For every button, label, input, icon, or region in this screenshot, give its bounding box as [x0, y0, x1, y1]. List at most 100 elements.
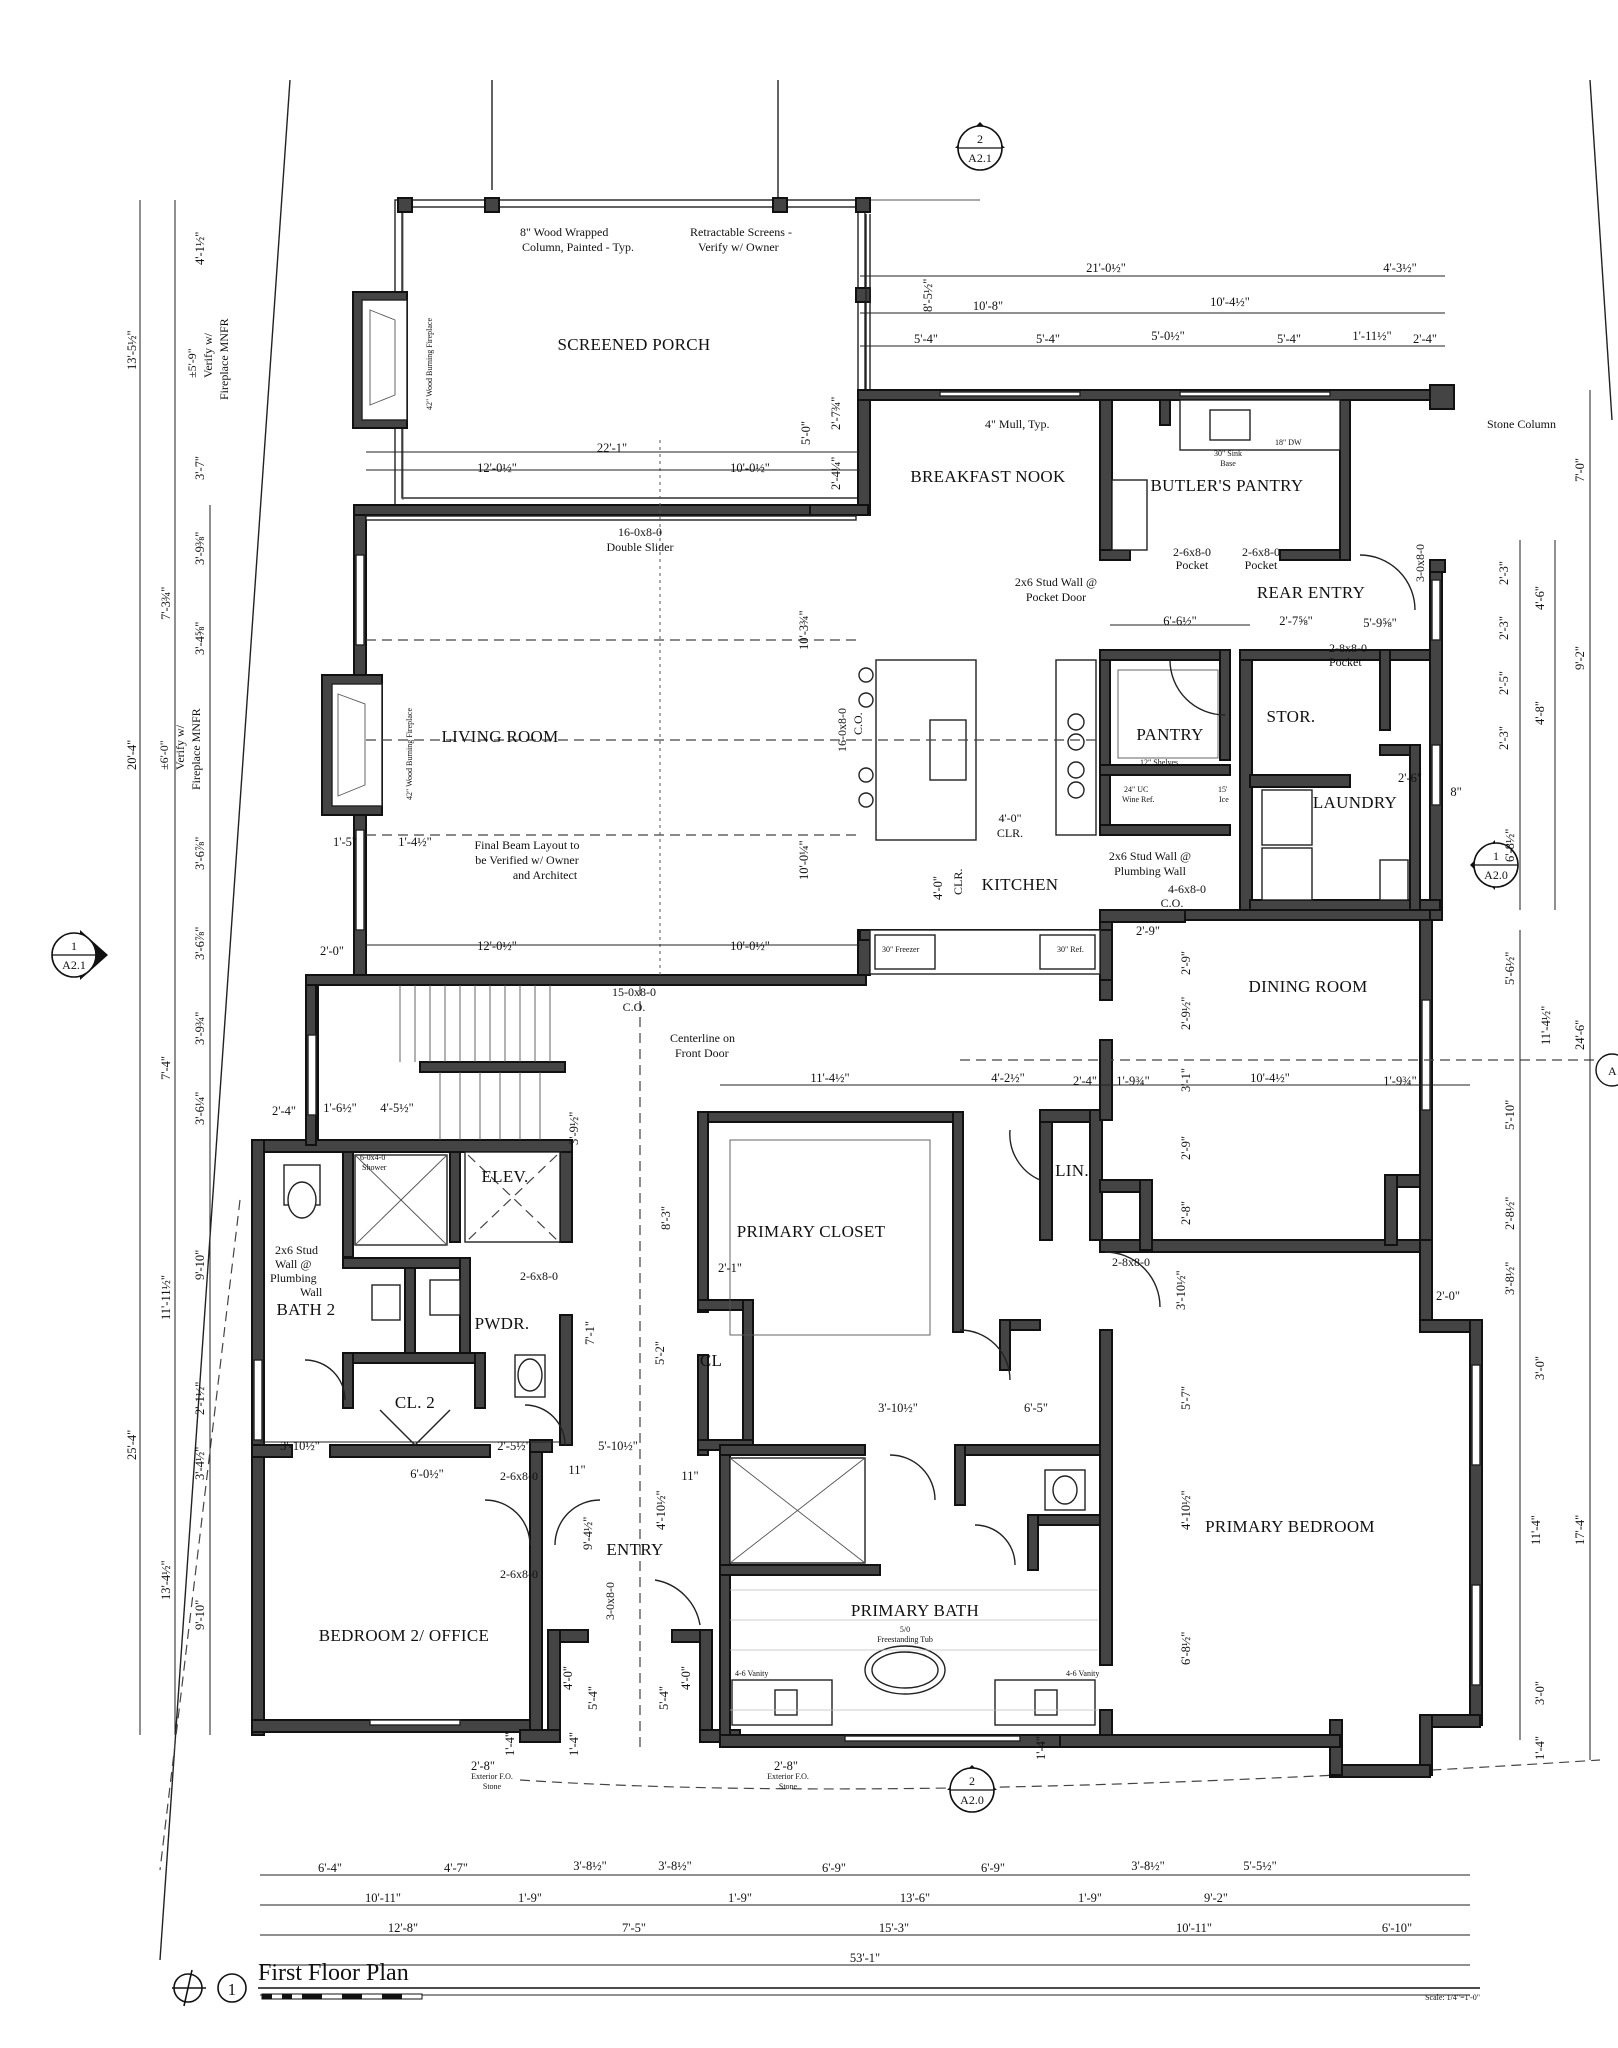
- note: 2x6 Stud: [275, 1243, 318, 1257]
- room-bedroom-2-office: BEDROOM 2/ OFFICE: [319, 1626, 489, 1645]
- note: 2-6x8-0: [1242, 545, 1280, 559]
- dimension: 2'-3": [1497, 561, 1511, 585]
- note: be Verified w/ Owner: [475, 853, 578, 867]
- dimension: 8'-5½": [921, 279, 935, 312]
- dimension: 3'-6¼": [193, 1092, 207, 1125]
- note: Verify w/: [201, 332, 215, 378]
- dimension: 1'-4": [567, 1732, 581, 1756]
- dimension: 5'-5½": [1243, 1859, 1276, 1873]
- dimension: 2'-1½": [193, 1382, 207, 1415]
- dimension: 3'-8½": [1131, 1859, 1164, 1873]
- note: Pocket: [1176, 558, 1209, 572]
- room-labels: SCREENED PORCH BREAKFAST NOOK BUTLER'S P…: [277, 335, 1397, 1645]
- dimension: 6'-4": [318, 1861, 342, 1875]
- dimension: 5'-4": [1277, 332, 1301, 346]
- stone-column: [1429, 384, 1455, 410]
- dimension: 6'-6½": [1163, 614, 1196, 628]
- note: Plumbing: [270, 1271, 317, 1285]
- dimension: 1'-4": [503, 1732, 517, 1756]
- title-block: 1 First Floor Plan Scale: 1/4"=1'-0": [172, 1960, 1480, 2007]
- dimension: 7'-1": [583, 1321, 597, 1345]
- dimension: 2'-9": [1179, 951, 1193, 975]
- dimension: 11'-4½": [810, 1071, 849, 1085]
- section-number: 1: [1493, 849, 1499, 863]
- note: 4" Mull, Typ.: [985, 417, 1050, 431]
- room-butlers-pantry: BUTLER'S PANTRY: [1151, 476, 1304, 495]
- dimension: 9'-4½": [581, 1517, 595, 1550]
- dimension: 3'-8½": [658, 1859, 691, 1873]
- dimension: 8": [1450, 785, 1461, 799]
- dimension: 4'-0": [561, 1666, 575, 1690]
- room-dining-room: DINING ROOM: [1249, 977, 1368, 996]
- dimension: 5'-4": [657, 1686, 671, 1710]
- dimension: 2'-0": [320, 944, 344, 958]
- note: Front Door: [675, 1046, 729, 1060]
- dimension: 12'-8": [388, 1921, 418, 1935]
- dimension: 5'-2": [653, 1341, 667, 1365]
- dimension: 2'-0": [1436, 1289, 1460, 1303]
- room-powder: PWDR.: [475, 1314, 530, 1333]
- note: Plumbing Wall: [1114, 864, 1186, 878]
- dimension: 3'-1": [1179, 1068, 1193, 1092]
- note: Fireplace MNFR: [217, 318, 231, 400]
- note: 16-0x8-0: [835, 708, 849, 752]
- dimension: 1'-4": [1533, 1736, 1547, 1760]
- dimension: 3'-4½": [193, 1447, 207, 1480]
- dimension: 5'-9⅝": [1363, 616, 1396, 630]
- drawing-number: 1: [228, 1980, 237, 1999]
- note: Pocket: [1245, 558, 1278, 572]
- room-closet-2: CL. 2: [395, 1393, 435, 1412]
- dimension: 2'-4": [1413, 332, 1437, 346]
- note: 42" Wood Burning Fireplace: [405, 708, 414, 800]
- dimension: 3'-10½": [878, 1401, 918, 1415]
- note: 42" Wood Burning Fireplace: [425, 318, 434, 410]
- note: Verify w/ Owner: [698, 240, 779, 254]
- dimension: 4'-5½": [380, 1101, 413, 1115]
- dimension: 3'-9¾": [193, 1012, 207, 1045]
- note: 30" Freezer: [882, 945, 920, 954]
- dimension: 22'-1": [597, 441, 627, 455]
- dimension: 2'-3": [1497, 616, 1511, 640]
- dimension: 1'-9": [1078, 1891, 1102, 1905]
- dimension: 13'-4½": [159, 1560, 173, 1600]
- dimension: 2'-3": [1497, 726, 1511, 750]
- note: 30" Ref.: [1057, 945, 1084, 954]
- section-sheet: A2.0: [960, 1793, 984, 1807]
- dimension: 2'-4": [1073, 1074, 1097, 1088]
- dimension: 7'-3¾": [159, 587, 173, 620]
- note: 15': [1218, 785, 1228, 794]
- scale-bar: [261, 1993, 423, 2000]
- section-number: 2: [977, 132, 983, 146]
- dimension: 24'-6": [1573, 1020, 1587, 1050]
- dimension: 7'-4": [159, 1056, 173, 1080]
- note: 30" Sink: [1214, 449, 1242, 458]
- note: Ice: [1219, 795, 1229, 804]
- dimension: 1'-11½": [1352, 329, 1391, 343]
- note: 3-0x8-0: [1413, 544, 1427, 582]
- dimension: 3'-8½": [1503, 1262, 1517, 1295]
- note: 2x6 Stud Wall @: [1015, 575, 1097, 589]
- porch-column-nw: [397, 197, 413, 213]
- dimension: 2'-8": [774, 1759, 798, 1773]
- dimension: 1'-4½": [398, 835, 431, 849]
- dimensions: 21'-0½" 4'-3½" 10'-8" 10'-4½" 5'-4" 5'-4…: [125, 232, 1587, 1965]
- dimension: 10'-0½": [730, 939, 770, 953]
- note: Double Slider: [607, 540, 674, 554]
- fixtures: [283, 399, 1409, 1726]
- note: 4-6 Vanity: [735, 1669, 768, 1678]
- note: Final Beam Layout to: [475, 838, 580, 852]
- dimension: 4'-2½": [991, 1071, 1024, 1085]
- room-primary-closet: PRIMARY CLOSET: [737, 1222, 886, 1241]
- stair: [399, 985, 551, 1140]
- note: 16-0x8-0: [618, 525, 662, 539]
- note: ±6'-0": [157, 740, 171, 770]
- room-entry: ENTRY: [606, 1540, 663, 1559]
- dimension: 5'-10": [1503, 1100, 1517, 1130]
- note: 2-6x8-0: [1173, 545, 1211, 559]
- dimension: 4'-7": [444, 1861, 468, 1875]
- section-sheet: A2.1: [62, 958, 86, 972]
- screened-porch-structure: [352, 197, 871, 506]
- dimension: 11'-4": [1529, 1515, 1543, 1545]
- dimension: 11'-4½": [1539, 1006, 1553, 1045]
- dimension-lines: [139, 200, 1591, 1996]
